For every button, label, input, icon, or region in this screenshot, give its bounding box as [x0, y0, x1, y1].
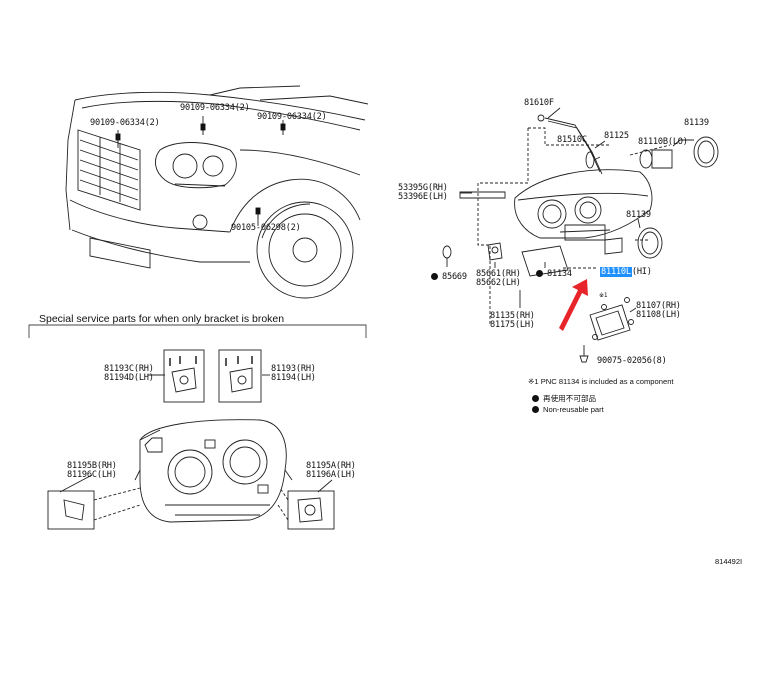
- nonreusable-marker-icon: [532, 395, 539, 402]
- component-note: ※1 PNC 81134 is included as a component: [528, 377, 674, 386]
- label-81194: 81194(LH): [271, 373, 316, 383]
- label-81125: 81125: [604, 131, 629, 141]
- label-mark-1: ※1: [599, 292, 608, 299]
- car-front-illustration: [65, 85, 369, 299]
- label-bolt-90109-left: 90109-06334(2): [180, 103, 250, 113]
- nonreusable-marker-icon: [532, 406, 539, 413]
- red-arrow-icon: [559, 279, 588, 331]
- label-81134-text: 81134: [547, 269, 572, 279]
- label-90075: 90075-02056(8): [597, 356, 667, 366]
- label-81196a: 81196A(LH): [306, 470, 356, 480]
- headlamp-exploded-illustration: [442, 107, 719, 363]
- label-bolt-90109-right: 90109-06334(2): [257, 112, 327, 122]
- label-85669: 85669: [431, 273, 467, 282]
- label-81175: 81175(LH): [490, 320, 535, 330]
- highlighted-part-number: 81110L: [600, 267, 632, 277]
- label-bolt-90109-mid: 90109-06334(2): [90, 118, 160, 128]
- bracket-section-illustration: [28, 324, 367, 530]
- legend-item-nonreusable: Non-reusable part: [532, 405, 604, 414]
- label-81195a-81196a: 81195A(RH)81196A(LH): [306, 462, 356, 480]
- label-53396e: 53396E(LH): [398, 192, 448, 202]
- label-81134: 81134: [536, 270, 572, 279]
- legend-item-reusable: 再使用不可部品: [532, 393, 596, 404]
- label-81195b-81196c: 81195B(RH)81196C(LH): [67, 462, 117, 480]
- label-81135: 81135(RH): [490, 311, 535, 321]
- label-81107: 81107(RH): [636, 301, 681, 311]
- label-81139-mid: 81139: [626, 210, 651, 220]
- legend-text-jp: 再使用不可部品: [543, 394, 597, 403]
- label-81110l-suffix: (HI): [631, 267, 652, 277]
- legend-text-en: Non-reusable part: [543, 405, 604, 414]
- label-85662: 85662(LH): [476, 278, 521, 288]
- label-81195a: 81195A(RH): [306, 461, 356, 471]
- label-81139-top: 81139: [684, 118, 709, 128]
- label-81194d: 81194D(LH): [104, 373, 154, 383]
- label-81110l: 81110L(HI): [600, 267, 652, 277]
- label-81610f: 81610F: [524, 98, 554, 108]
- label-81193c-81194d: 81193C(RH)81194D(LH): [104, 365, 154, 383]
- label-85661-85662: 85661(RH)85662(LH): [476, 270, 521, 288]
- label-bolt-90105: 90105-06298(2): [231, 223, 301, 233]
- label-81510c: 81510C: [557, 135, 587, 145]
- label-85661: 85661(RH): [476, 269, 521, 279]
- label-81193: 81193(RH): [271, 364, 316, 374]
- figure-reference-number: 814492I: [715, 557, 743, 566]
- label-81135-81175: 81135(RH)81175(LH): [490, 312, 535, 330]
- label-81108: 81108(LH): [636, 310, 681, 320]
- nonreusable-marker-icon: [536, 270, 543, 277]
- label-81107-81108: 81107(RH)81108(LH): [636, 302, 681, 320]
- bracket-section-title: Special service parts for when only brac…: [39, 313, 285, 325]
- label-81195b: 81195B(RH): [67, 461, 117, 471]
- label-81110b: 81110B(LO): [638, 137, 688, 147]
- label-81193-81194: 81193(RH)81194(LH): [271, 365, 316, 383]
- label-53395g-53396e: 53395G(RH)53396E(LH): [398, 184, 448, 202]
- label-85669-text: 85669: [442, 272, 467, 282]
- label-53395g: 53395G(RH): [398, 183, 448, 193]
- label-81196c: 81196C(LH): [67, 470, 117, 480]
- nonreusable-marker-icon: [431, 273, 438, 280]
- label-81193c: 81193C(RH): [104, 364, 154, 374]
